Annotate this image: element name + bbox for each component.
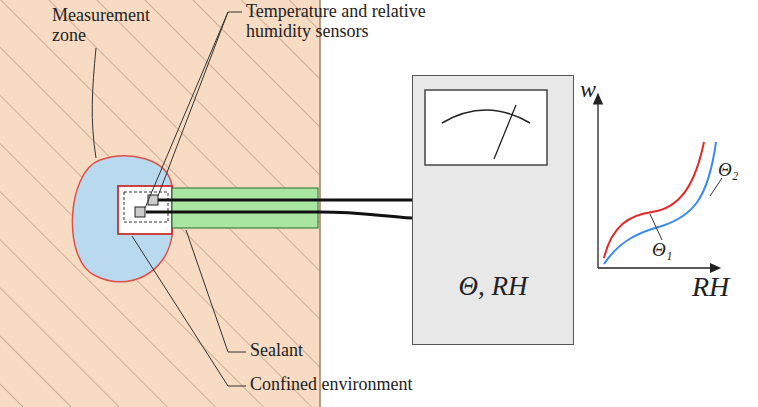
wire	[146, 212, 412, 218]
leader-line	[132, 236, 246, 386]
confined-environment	[118, 186, 172, 234]
meter-face	[412, 75, 560, 345]
sealant-label: Sealant	[250, 341, 303, 361]
measurement-zone	[72, 156, 172, 282]
axis	[598, 267, 716, 268]
curve-theta2	[604, 142, 716, 264]
sensor-outline	[124, 192, 168, 222]
leader-line	[158, 12, 242, 196]
axis	[597, 98, 598, 268]
meter-box: Θ, RH	[412, 75, 574, 345]
curve-label: Θ₁	[652, 240, 672, 261]
leader-line	[710, 178, 722, 196]
leader-line	[650, 214, 662, 240]
wall	[0, 0, 320, 407]
leader-line	[92, 48, 96, 158]
curve-label: Θ₂	[718, 160, 738, 181]
environment-label: Confined environment	[250, 375, 412, 395]
sealant	[172, 188, 318, 228]
axis-label: RH	[692, 272, 729, 303]
wall-surface	[319, 0, 321, 407]
leader-line	[145, 12, 228, 208]
axis-label: w	[580, 76, 596, 102]
meter-display	[425, 90, 547, 165]
meter-readout: Θ, RH	[413, 271, 573, 302]
wire	[156, 199, 412, 202]
sensor	[135, 207, 145, 217]
sensor-label: Temperature and relative humidity sensor…	[246, 2, 461, 42]
zone-label: Measurement zone	[52, 6, 162, 46]
